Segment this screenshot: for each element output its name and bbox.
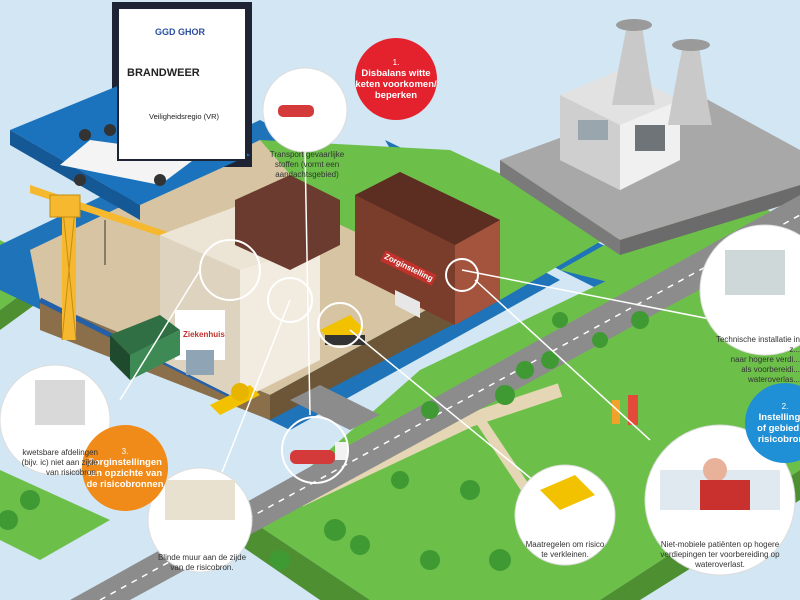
callout-blind-wall-text: Blinde muur aan de zijde van de risicobr… (152, 553, 252, 573)
callout-technical-line-2: naar hogere verdi... (730, 355, 800, 364)
site-cabin (110, 315, 180, 355)
cooling-tower-2 (668, 45, 712, 125)
badge-1: 1. Disbalans witte keten voorkomen/ bepe… (355, 38, 437, 120)
callout-blind-wall-line-1: Blinde muur aan de zijde (157, 553, 247, 562)
badge-3-number: 3. (121, 446, 129, 456)
callout-measures-text: Maatregelen om risico te verkleinen. (520, 540, 610, 560)
callout-vulnerable-text: kwetsbare afdelingen (bijv. ic) niet aan… (2, 448, 98, 478)
callout-technical-line-4: wateroverlas... (747, 375, 800, 384)
main-road (70, 195, 800, 600)
callout-technical-text: Technische installatie in z... naar hoge… (710, 335, 800, 385)
bulldozer-icon (320, 315, 365, 345)
callout-line-transport (304, 149, 311, 416)
callout-transport-line-3: aandachtsgebied) (275, 170, 339, 179)
badge-3-line-3: de risicobronnen (86, 478, 164, 490)
callout-circle-blind-wall (147, 467, 253, 573)
callout-transport-line-2: stoffen (vormt een (274, 160, 340, 169)
badge-3: 3. Zorginstellingen ten opzichte van de … (82, 425, 168, 511)
badge-3-line-1: Zorginstellingen (88, 456, 162, 468)
badge-1-line-3: beperken (374, 89, 418, 101)
residential-building (235, 175, 340, 270)
callout-circle-technical (699, 224, 800, 356)
callout-circle-measures (514, 464, 616, 566)
hospital-sign: Ziekenhuis (183, 330, 225, 339)
badge-3-line-2: ten opzichte van (87, 467, 163, 479)
badge-1-line-2: keten voorkomen/ (355, 78, 437, 90)
callout-blind-wall-line-2: van de risicobron. (170, 563, 234, 572)
ggd-ghor-logo: GGD GHOR (155, 27, 206, 37)
billboard-title: Veiligheidsregio (VR) (149, 112, 220, 121)
callout-technical-line-1: Technische installatie in z... (715, 335, 800, 354)
callout-circle-transport (262, 67, 348, 153)
playground (612, 395, 638, 425)
callout-transport-line-1: Transport gevaarlijke (269, 150, 345, 159)
badge-2-line-3: risicobron... (757, 433, 800, 445)
badge-1-number: 1. (392, 57, 400, 67)
fire-brigade-logo-icon: BRANDWEER (127, 67, 200, 79)
callout-patients-text: Niet-mobiele patiënten op hogere verdiep… (645, 540, 795, 570)
callout-vulnerable-line-1: kwetsbare afdelingen (22, 448, 98, 457)
callout-circle-vulnerable (0, 364, 111, 476)
callout-patients-line-2: verdiepingen ter voorbereiding op (660, 550, 780, 559)
billboard-sign: GGD GHOR BRANDWEER Veiligheidsregio (VR) (117, 7, 247, 161)
cement-truck (210, 383, 260, 415)
callout-transport-text: Transport gevaarlijke stoffen (vormt een… (262, 150, 352, 180)
hazmat-truck-icon (290, 442, 347, 464)
callout-vulnerable-line-3: van risicobron. (45, 468, 98, 477)
park-trees (0, 311, 649, 571)
badge-2-line-1: Instellingen (758, 411, 800, 423)
cooling-tower-1 (612, 25, 655, 105)
callout-patients-line-3: wateroverlast. (695, 560, 745, 569)
badge-2-number: 2. (781, 401, 789, 411)
callout-patients-line-1: Niet-mobiele patiënten op hogere (660, 540, 780, 549)
hospital-bed-icon (644, 424, 796, 576)
badge-1-line-1: Disbalans witte (361, 67, 431, 79)
callout-technical-line-3: als voorbereidi... (741, 365, 800, 374)
badge-2-line-2: of gebied t... (757, 422, 800, 434)
callout-measures-line-1: Maatregelen om risico (525, 540, 605, 549)
callout-measures-line-2: te verkleinen. (541, 550, 589, 559)
callout-vulnerable-line-2: (bijv. ic) niet aan zijde (21, 458, 98, 467)
